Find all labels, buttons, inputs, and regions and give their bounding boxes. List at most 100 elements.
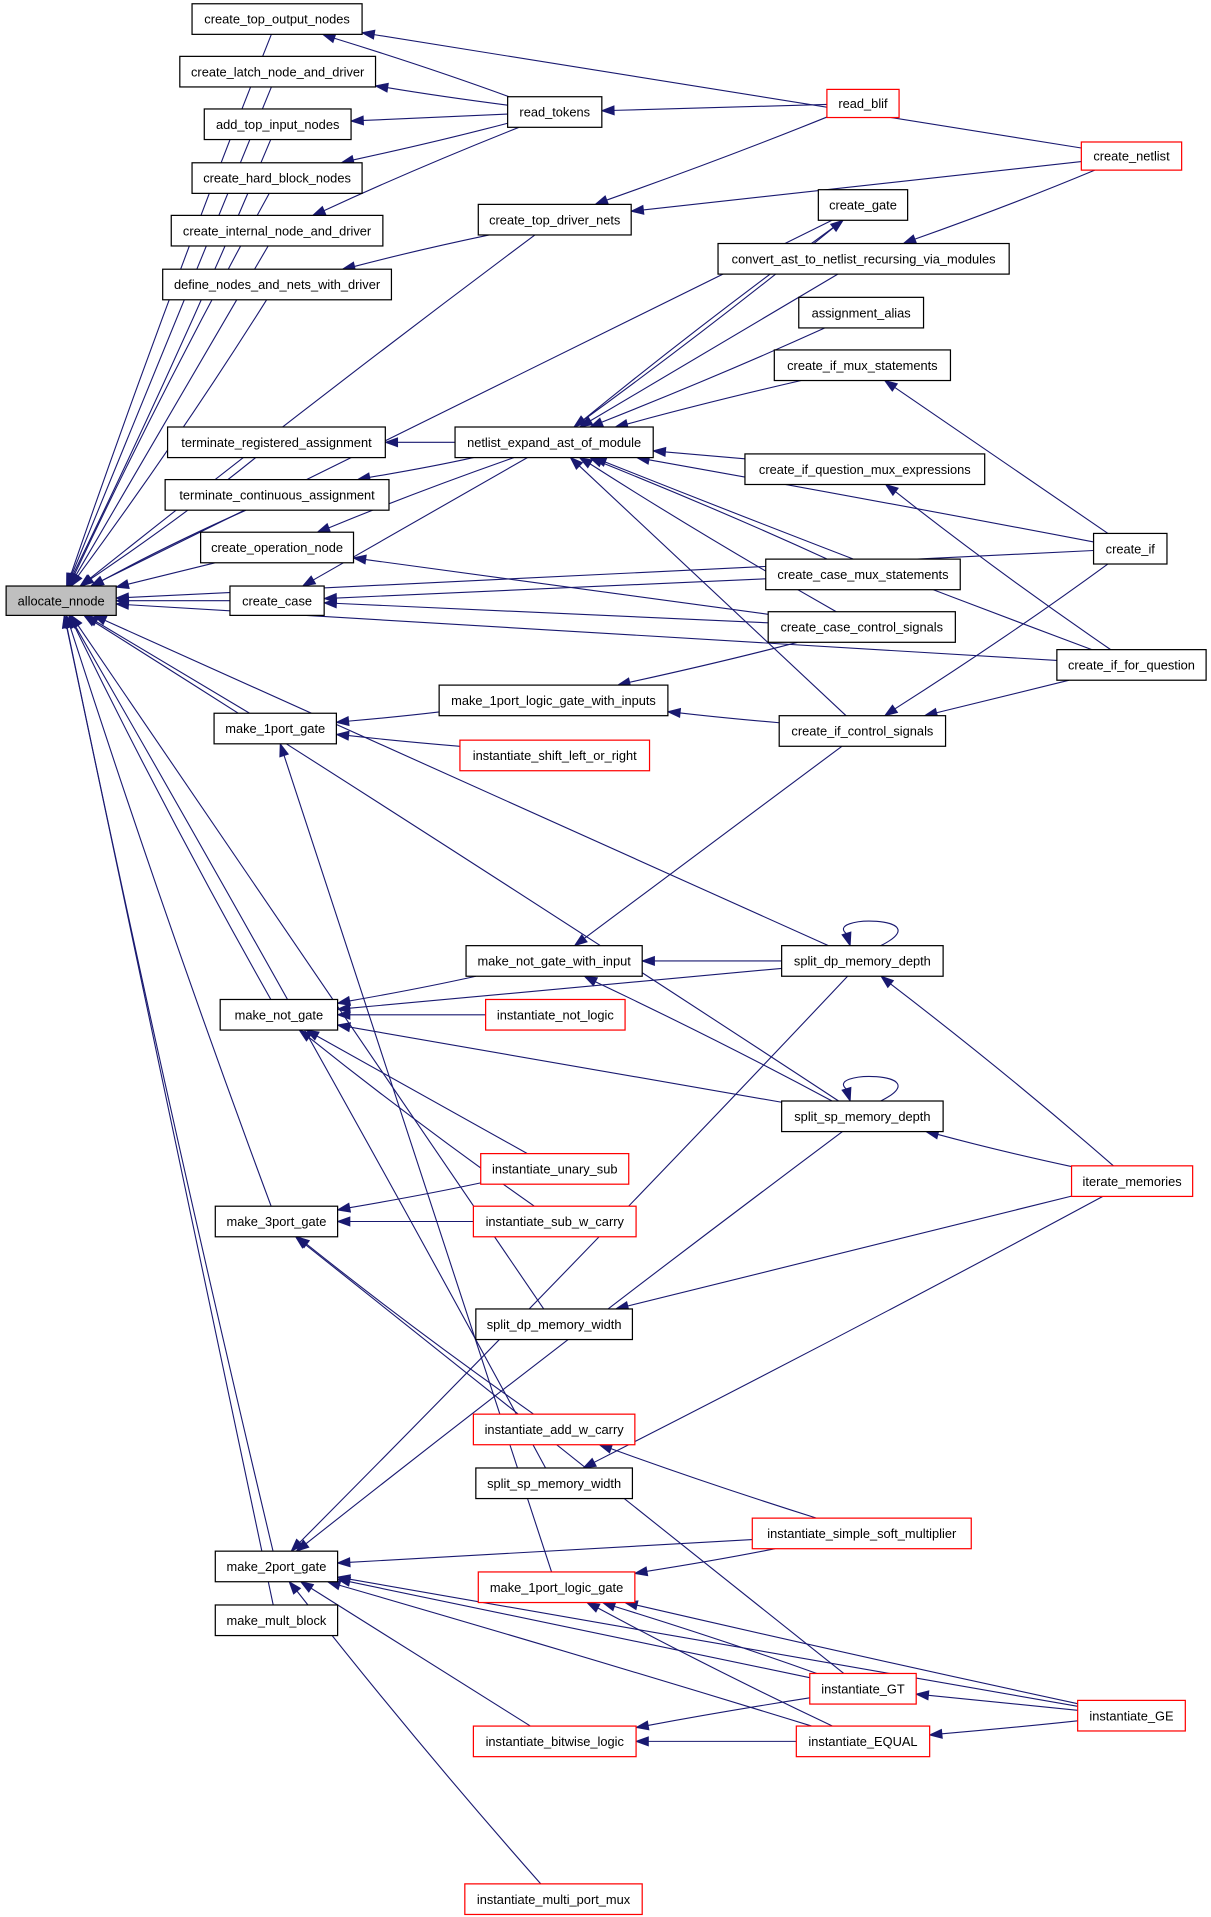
edge-line — [72, 139, 272, 576]
node-create_latch_node_and_driver[interactable]: create_latch_node_and_driver — [179, 55, 377, 88]
edge-arrowhead — [321, 33, 337, 44]
node-create_netlist[interactable]: create_netlist — [1080, 141, 1183, 171]
edge-create_operation_node-to-allocate_nnode — [114, 562, 216, 590]
node-make_1port_gate[interactable]: make_1port_gate — [213, 712, 338, 745]
node-create_if_question_mux_expressions[interactable]: create_if_question_mux_expressions — [744, 453, 986, 486]
node-create_if_mux_statements[interactable]: create_if_mux_statements — [773, 349, 952, 382]
node-instantiate_add_w_carry[interactable]: instantiate_add_w_carry — [472, 1413, 636, 1446]
node-instantiate_simple_soft_multiplier[interactable]: instantiate_simple_soft_multiplier — [751, 1517, 972, 1550]
node-allocate_nnode[interactable]: allocate_nnode — [5, 585, 117, 616]
edge-instantiate_not_logic-to-make_not_gate — [336, 1009, 486, 1020]
node-label: add_top_input_nodes — [216, 117, 339, 132]
node-convert_ast[interactable]: convert_ast_to_netlist_recursing_via_mod… — [717, 242, 1010, 275]
node-add_top_input_nodes[interactable]: add_top_input_nodes — [203, 108, 352, 141]
node-instantiate_EQUAL[interactable]: instantiate_EQUAL — [795, 1725, 931, 1758]
edge-line — [610, 1448, 817, 1519]
edge-instantiate_simple_soft_multiplier-to-make_1port_logic_gate — [633, 1548, 776, 1577]
edge-arrowhead — [383, 437, 399, 448]
edge-make_not_gate_with_input-to-make_not_gate — [336, 975, 477, 1006]
edge-arrowhead — [573, 933, 588, 947]
node-instantiate_bitwise_logic[interactable]: instantiate_bitwise_logic — [472, 1725, 637, 1758]
edge-create_if_control_signals-to-make_1port_logic_gate_with_inputs — [666, 707, 780, 724]
edge-instantiate_simple_soft_multiplier-to-make_2port_gate — [336, 1539, 753, 1568]
node-create_top_driver_nets[interactable]: create_top_driver_nets — [477, 203, 632, 236]
edge-line — [310, 1587, 531, 1727]
node-make_not_gate_with_input[interactable]: make_not_gate_with_input — [465, 945, 643, 977]
edge-arrowhead — [600, 105, 615, 116]
node-create_hard_block_nodes[interactable]: create_hard_block_nodes — [191, 162, 363, 194]
edge-line — [614, 1605, 818, 1674]
node-box — [717, 242, 1010, 275]
node-create_if[interactable]: create_if — [1092, 532, 1168, 565]
node-label: netlist_expand_ast_of_module — [467, 435, 641, 450]
node-box — [751, 1517, 972, 1550]
edge-split_sp_memory_depth-to-make_not_gate_with_input — [583, 975, 833, 1102]
node-label: instantiate_shift_left_or_right — [473, 748, 637, 763]
node-create_operation_node[interactable]: create_operation_node — [199, 531, 355, 564]
node-label: create_if_mux_statements — [787, 358, 937, 373]
node-label: instantiate_GE — [1089, 1708, 1173, 1723]
edge-line — [71, 86, 272, 575]
edge-read_blif-to-read_tokens — [600, 103, 827, 116]
edge-arrowhead — [928, 1728, 943, 1739]
node-read_blif[interactable]: read_blif — [826, 88, 900, 119]
node-box — [767, 611, 956, 643]
node-terminate_continuous_assignment[interactable]: terminate_continuous_assignment — [164, 478, 390, 511]
node-instantiate_multi_port_mux[interactable]: instantiate_multi_port_mux — [464, 1883, 643, 1916]
edge-arrowhead — [583, 975, 599, 987]
node-create_if_for_question[interactable]: create_if_for_question — [1056, 649, 1207, 681]
node-create_case_control_signals[interactable]: create_case_control_signals — [767, 611, 956, 643]
node-split_dp_memory_width[interactable]: split_dp_memory_width — [475, 1308, 634, 1341]
edge-arrowhead — [295, 1539, 310, 1553]
node-make_1port_logic_gate[interactable]: make_1port_logic_gate — [477, 1571, 636, 1604]
node-create_top_output_nodes[interactable]: create_top_output_nodes — [191, 3, 363, 35]
edge-arrowhead — [640, 955, 655, 967]
node-make_mult_block[interactable]: make_mult_block — [214, 1604, 339, 1637]
node-box — [1070, 1165, 1194, 1198]
node-label: create_hard_block_nodes — [203, 171, 351, 186]
node-label: create_netlist — [1093, 149, 1170, 164]
node-instantiate_not_logic[interactable]: instantiate_not_logic — [485, 998, 626, 1031]
node-create_gate[interactable]: create_gate — [817, 189, 909, 221]
node-label: create_internal_node_and_driver — [183, 223, 372, 238]
edge-line — [627, 1195, 1072, 1307]
node-make_3port_gate[interactable]: make_3port_gate — [214, 1205, 339, 1238]
node-create_case_mux_statements[interactable]: create_case_mux_statements — [765, 558, 961, 591]
node-box — [213, 712, 338, 745]
edge-arrowhead — [634, 1736, 649, 1747]
node-make_1port_logic_gate_with_inputs[interactable]: make_1port_logic_gate_with_inputs — [438, 684, 669, 717]
node-instantiate_unary_sub[interactable]: instantiate_unary_sub — [480, 1152, 630, 1185]
edge-line — [349, 1581, 810, 1679]
node-label: instantiate_GT — [821, 1681, 905, 1696]
edge-line — [928, 1694, 1078, 1711]
node-make_2port_gate[interactable]: make_2port_gate — [214, 1550, 339, 1583]
edge-arrowhead — [89, 575, 105, 587]
node-instantiate_shift_left_or_right[interactable]: instantiate_shift_left_or_right — [459, 739, 651, 772]
node-instantiate_GT[interactable]: instantiate_GT — [809, 1672, 917, 1705]
edge-line — [936, 679, 1070, 714]
node-define_nodes_and_nets_with_driver[interactable]: define_nodes_and_nets_with_driver — [162, 268, 393, 301]
edge-line — [323, 126, 520, 212]
edge-create_case_control_signals-to-create_operation_node — [352, 554, 769, 615]
edge-line — [349, 975, 477, 1002]
node-make_not_gate[interactable]: make_not_gate — [219, 998, 339, 1031]
node-box — [778, 715, 947, 747]
node-netlist_expand_ast_of_module[interactable]: netlist_expand_ast_of_module — [454, 426, 654, 459]
edge-line — [679, 712, 780, 724]
node-box — [166, 426, 386, 459]
node-assignment_alias[interactable]: assignment_alias — [798, 296, 925, 329]
node-split_dp_memory_depth[interactable]: split_dp_memory_depth — [781, 945, 944, 977]
node-split_sp_memory_depth[interactable]: split_sp_memory_depth — [781, 1100, 944, 1133]
node-create_case[interactable]: create_case — [229, 585, 325, 616]
node-terminate_registered_assignment[interactable]: terminate_registered_assignment — [166, 426, 386, 459]
node-instantiate_sub_w_carry[interactable]: instantiate_sub_w_carry — [472, 1205, 637, 1238]
node-instantiate_GE[interactable]: instantiate_GE — [1077, 1699, 1186, 1732]
node-box — [191, 162, 363, 194]
node-label: create_case_mux_statements — [777, 567, 948, 582]
node-read_tokens[interactable]: read_tokens — [507, 96, 603, 128]
node-iterate_memories[interactable]: iterate_memories — [1070, 1165, 1194, 1198]
edge-iterate_memories-to-split_sp_memory_depth — [924, 1129, 1072, 1168]
node-create_internal_node_and_driver[interactable]: create_internal_node_and_driver — [170, 214, 384, 247]
node-create_if_control_signals[interactable]: create_if_control_signals — [778, 715, 947, 747]
node-split_sp_memory_width[interactable]: split_sp_memory_width — [475, 1467, 634, 1500]
